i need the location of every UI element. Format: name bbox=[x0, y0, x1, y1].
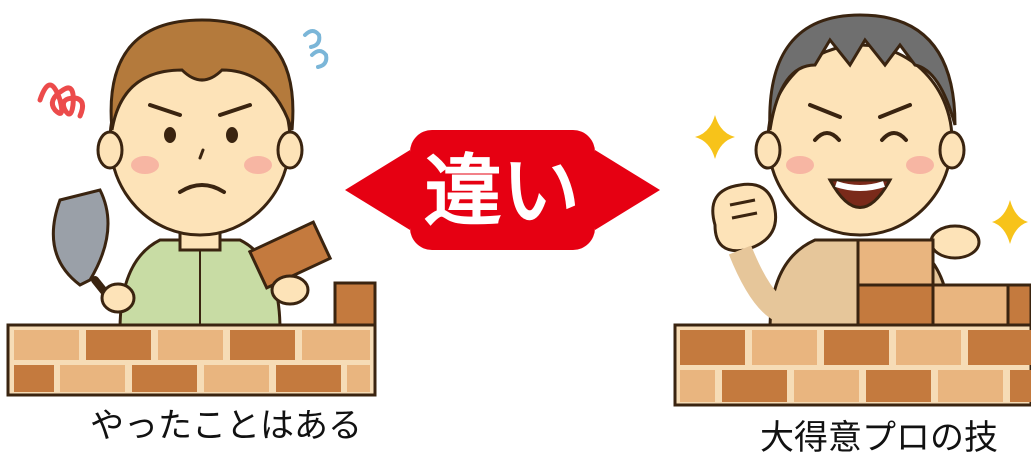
badge-box bbox=[410, 130, 595, 250]
left-arrow-icon bbox=[345, 150, 410, 230]
pro-character bbox=[673, 13, 1031, 407]
difference-badge: 違い bbox=[345, 130, 660, 250]
frustration-scribble-icon bbox=[37, 82, 86, 119]
sparkle-icon bbox=[992, 200, 1028, 244]
badge-text: 違い bbox=[424, 147, 580, 237]
beginner-character bbox=[6, 18, 377, 397]
beginner-caption: やったことはある bbox=[90, 406, 362, 446]
trowel-icon bbox=[51, 188, 110, 287]
pro-brick-wall bbox=[673, 238, 1031, 407]
right-arrow-icon bbox=[595, 150, 660, 230]
beginner-hair bbox=[109, 18, 295, 131]
worried-mouth bbox=[178, 183, 226, 194]
sweat-drop-icon bbox=[303, 29, 322, 49]
sparkle-icon bbox=[695, 115, 735, 159]
pro-hair bbox=[768, 13, 957, 131]
beginner-brick-wall bbox=[6, 281, 377, 397]
pro-caption: 大得意プロの技 bbox=[760, 418, 998, 458]
held-brick bbox=[247, 220, 333, 290]
fist-icon bbox=[711, 182, 778, 253]
